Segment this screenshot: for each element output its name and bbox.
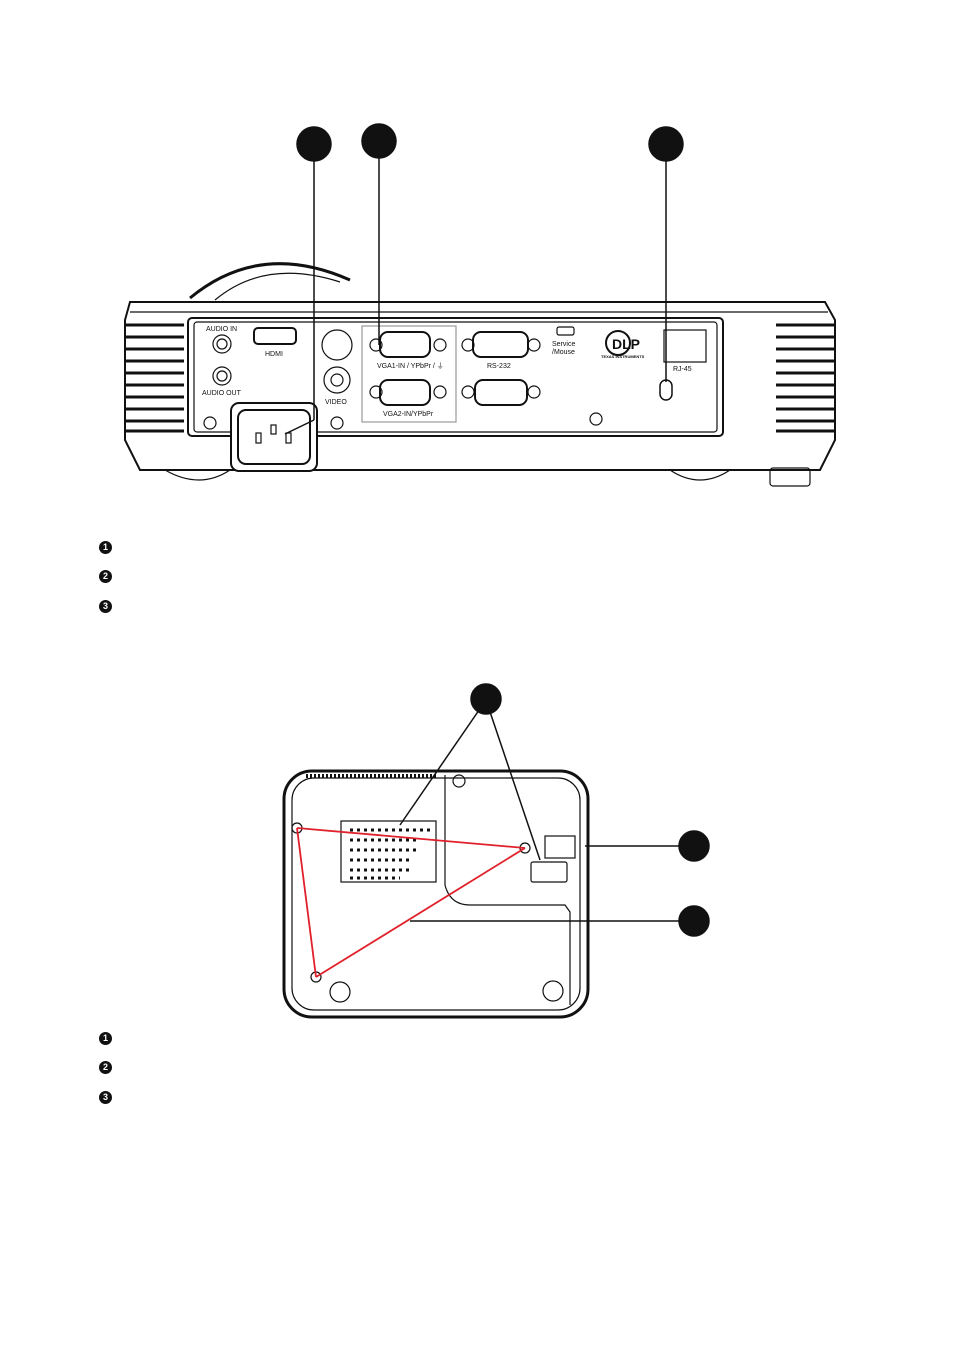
legend-marker-3: 3	[99, 600, 112, 613]
dlp-logo: DLP	[612, 336, 640, 352]
legend-marker-1: 1	[99, 1032, 112, 1045]
port-labels: AUDIO IN HDMI AUDIO OUT VIDEO VGA1-IN / …	[202, 326, 692, 418]
service-label: Service	[552, 341, 575, 348]
callout-1	[296, 126, 332, 162]
video-label: VIDEO	[325, 399, 347, 406]
projector-bottom-view	[282, 769, 590, 1019]
legend-marker-2: 2	[99, 570, 112, 583]
callout-3	[678, 905, 710, 937]
ti-logo: TEXAS INSTRUMENTS	[601, 354, 645, 359]
audio-in-label: AUDIO IN	[206, 326, 237, 333]
vga1-label: VGA1-IN / YPbPr / ⏚	[377, 362, 444, 370]
mouse-label: /Mouse	[552, 349, 575, 356]
legend-marker-3: 3	[99, 1091, 112, 1104]
callout-2	[361, 123, 397, 159]
rj45-label: RJ-45	[673, 366, 692, 373]
hdmi-label: HDMI	[265, 351, 283, 358]
legend-marker-2: 2	[99, 1061, 112, 1074]
projector-rear-view	[124, 262, 836, 487]
vga2-label: VGA2-IN/YPbPr	[383, 411, 434, 418]
callout-2	[678, 830, 710, 862]
bottom-callouts	[399, 683, 710, 937]
audio-out-label: AUDIO OUT	[202, 390, 242, 397]
rear-callouts	[284, 123, 684, 435]
legend-marker-1: 1	[99, 541, 112, 554]
callout-1	[470, 683, 502, 715]
tripod-lines	[296, 827, 526, 978]
callout-3	[648, 126, 684, 162]
rs232-label: RS-232	[487, 363, 511, 370]
